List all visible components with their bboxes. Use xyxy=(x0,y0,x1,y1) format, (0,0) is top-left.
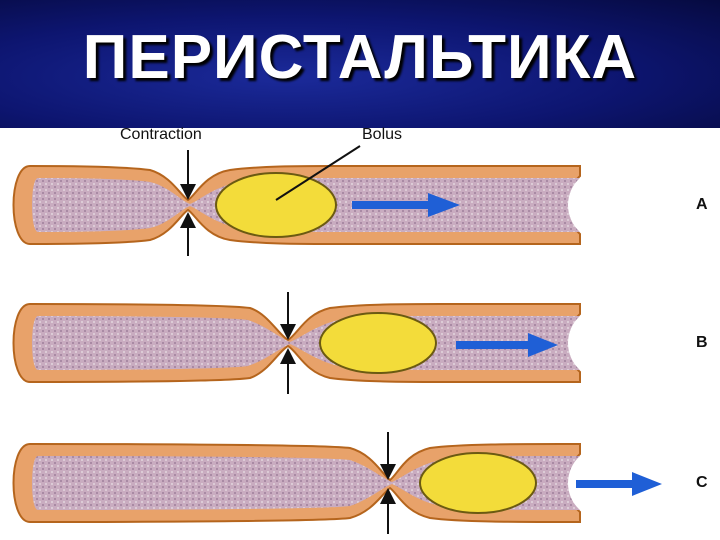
bolus-b xyxy=(319,312,437,374)
label-bolus: Bolus xyxy=(362,126,403,143)
movement-arrow-a xyxy=(352,193,460,217)
bolus-pointer xyxy=(275,145,361,201)
slide-title: ПЕРИСТАЛЬТИКА xyxy=(82,23,638,92)
bolus-a xyxy=(215,172,337,238)
tube-stage-c xyxy=(12,432,662,534)
tube-stage-b xyxy=(12,292,581,394)
movement-arrow-b xyxy=(456,333,558,357)
tube-stage-a xyxy=(12,145,581,256)
title-band xyxy=(0,0,720,128)
stage-label-b: B xyxy=(696,334,708,351)
bolus-c xyxy=(419,452,537,514)
tube-lumen-b xyxy=(32,316,580,370)
label-contraction: Contraction xyxy=(120,126,202,143)
movement-arrow-c xyxy=(576,472,662,496)
stage-label-a: A xyxy=(696,196,708,213)
stage-label-c: C xyxy=(696,474,708,491)
